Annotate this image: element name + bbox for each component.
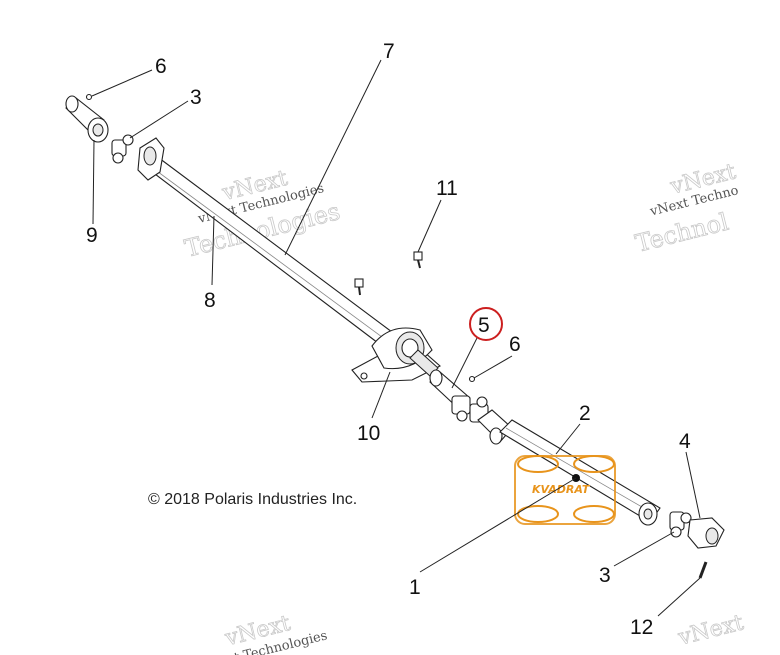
callout-7: 7 [383, 40, 395, 63]
logo-text: KVADRAT [532, 483, 591, 496]
callout-3-top: 3 [190, 86, 202, 109]
watermark-right: vNext vNext Techno Technol [632, 159, 740, 258]
grease-fitting-left [85, 93, 93, 101]
callout-10: 10 [357, 422, 380, 445]
svg-text:Technol: Technol [633, 208, 732, 258]
kvadrat-logo: KVADRAT [514, 455, 616, 525]
callout-6-top: 6 [155, 55, 167, 78]
highlight-circle [469, 307, 503, 341]
watermark-bottom-left: vNext vNext Technologies [199, 611, 329, 655]
yoke-left [137, 137, 165, 181]
callout-4: 4 [679, 430, 691, 453]
bolt-11b [354, 278, 364, 296]
u-joint-cross-left [111, 134, 134, 164]
callout-11: 11 [436, 177, 458, 200]
watermark-bottom-right: vNext [675, 610, 747, 651]
bolt-11a [413, 251, 423, 269]
copyright-text: © 2018 Polaris Industries Inc. [148, 491, 357, 508]
callout-2: 2 [579, 402, 591, 425]
callout-9: 9 [86, 224, 98, 247]
splined-stub [409, 349, 439, 377]
yoke-rear-4 [638, 502, 725, 549]
drive-shaft-rear [499, 419, 661, 523]
callout-3-bottom: 3 [599, 564, 611, 587]
yoke-tube-9 [65, 95, 109, 143]
callout-5: 5 [478, 314, 490, 337]
callout-12: 12 [630, 616, 653, 639]
roll-pin-12 [698, 561, 708, 579]
callout-6-mid: 6 [509, 333, 521, 356]
svg-text:vNext: vNext [675, 610, 746, 650]
grease-fitting-right [468, 375, 476, 383]
callout-1: 1 [409, 576, 421, 599]
callout-8: 8 [204, 289, 216, 312]
carrier-bearing [351, 327, 441, 383]
leader-lines [91, 59, 701, 617]
